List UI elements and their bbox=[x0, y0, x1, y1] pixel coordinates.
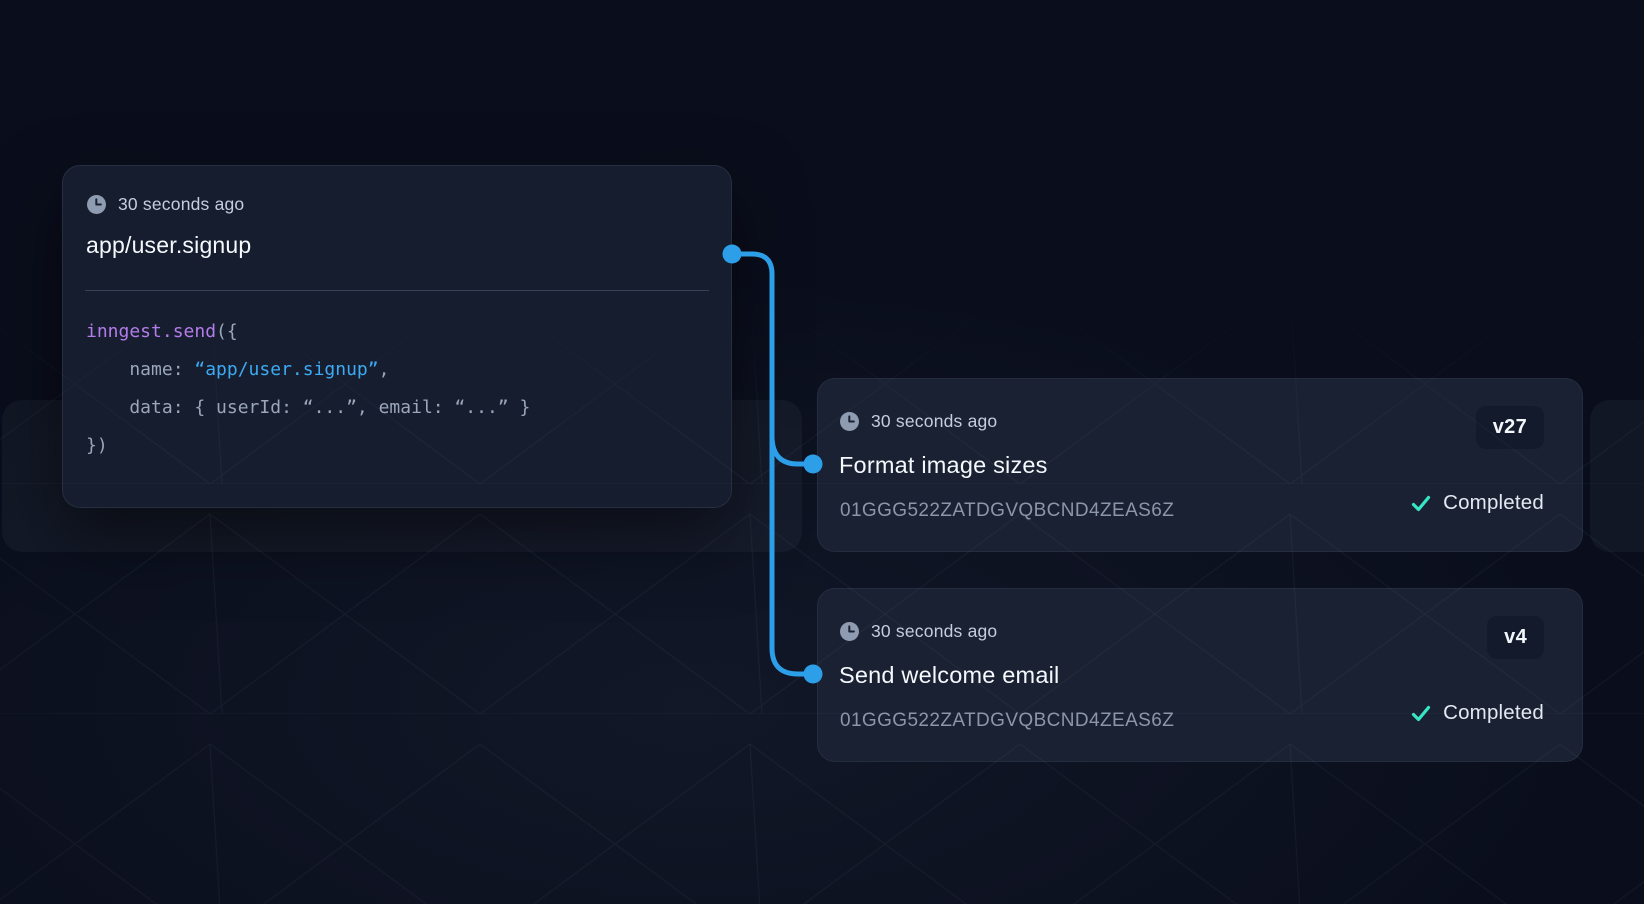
run-timestamp: 30 seconds ago bbox=[871, 621, 998, 641]
code-line: data: { userId: “...”, email: “...” } bbox=[86, 389, 715, 427]
code-line: }) bbox=[86, 427, 715, 465]
check-icon bbox=[1411, 495, 1431, 512]
event-card[interactable]: 30 seconds ago app/user.signup inngest.s… bbox=[62, 165, 732, 508]
run-timestamp-row: 30 seconds ago bbox=[840, 411, 997, 432]
code-snippet: inngest.send({ name: “app/user.signup”, … bbox=[86, 313, 715, 465]
version-badge: v27 bbox=[1475, 406, 1544, 449]
status-label: Completed bbox=[1443, 701, 1544, 724]
code-string: “app/user.signup” bbox=[194, 359, 379, 380]
run-title: Send welcome email bbox=[839, 662, 1060, 688]
event-timestamp: 30 seconds ago bbox=[118, 194, 245, 214]
clock-icon bbox=[87, 195, 106, 214]
run-card-send-welcome-email[interactable]: 30 seconds ago v4 Send welcome email 01G… bbox=[817, 588, 1583, 762]
run-timestamp: 30 seconds ago bbox=[871, 411, 998, 431]
check-icon bbox=[1411, 705, 1431, 722]
code-line: name: “app/user.signup”, bbox=[86, 351, 715, 389]
code-punct: , bbox=[378, 359, 390, 380]
code-punct: ({ bbox=[216, 321, 238, 342]
run-timestamp-row: 30 seconds ago bbox=[840, 621, 997, 642]
event-timestamp-row: 30 seconds ago bbox=[87, 194, 244, 215]
run-id: 01GGG522ZATDGVQBCND4ZEAS6Z bbox=[840, 500, 1175, 521]
code-close: }) bbox=[86, 435, 108, 456]
run-title: Format image sizes bbox=[839, 452, 1048, 478]
run-card-format-image-sizes[interactable]: 30 seconds ago v27 Format image sizes 01… bbox=[817, 378, 1583, 552]
event-title: app/user.signup bbox=[86, 232, 252, 258]
version-badge: v4 bbox=[1487, 616, 1544, 659]
code-function: inngest.send bbox=[86, 321, 217, 342]
code-line: inngest.send({ bbox=[86, 313, 715, 351]
divider bbox=[85, 290, 709, 291]
ghost-row-right bbox=[1590, 400, 1644, 552]
clock-icon bbox=[840, 622, 859, 641]
run-id: 01GGG522ZATDGVQBCND4ZEAS6Z bbox=[840, 710, 1175, 731]
status-badge: Completed bbox=[1410, 701, 1544, 725]
clock-icon bbox=[840, 412, 859, 431]
status-badge: Completed bbox=[1410, 491, 1544, 515]
code-data-line: data: { userId: “...”, email: “...” } bbox=[86, 397, 531, 418]
code-key: name: bbox=[86, 359, 195, 380]
status-label: Completed bbox=[1443, 491, 1544, 514]
